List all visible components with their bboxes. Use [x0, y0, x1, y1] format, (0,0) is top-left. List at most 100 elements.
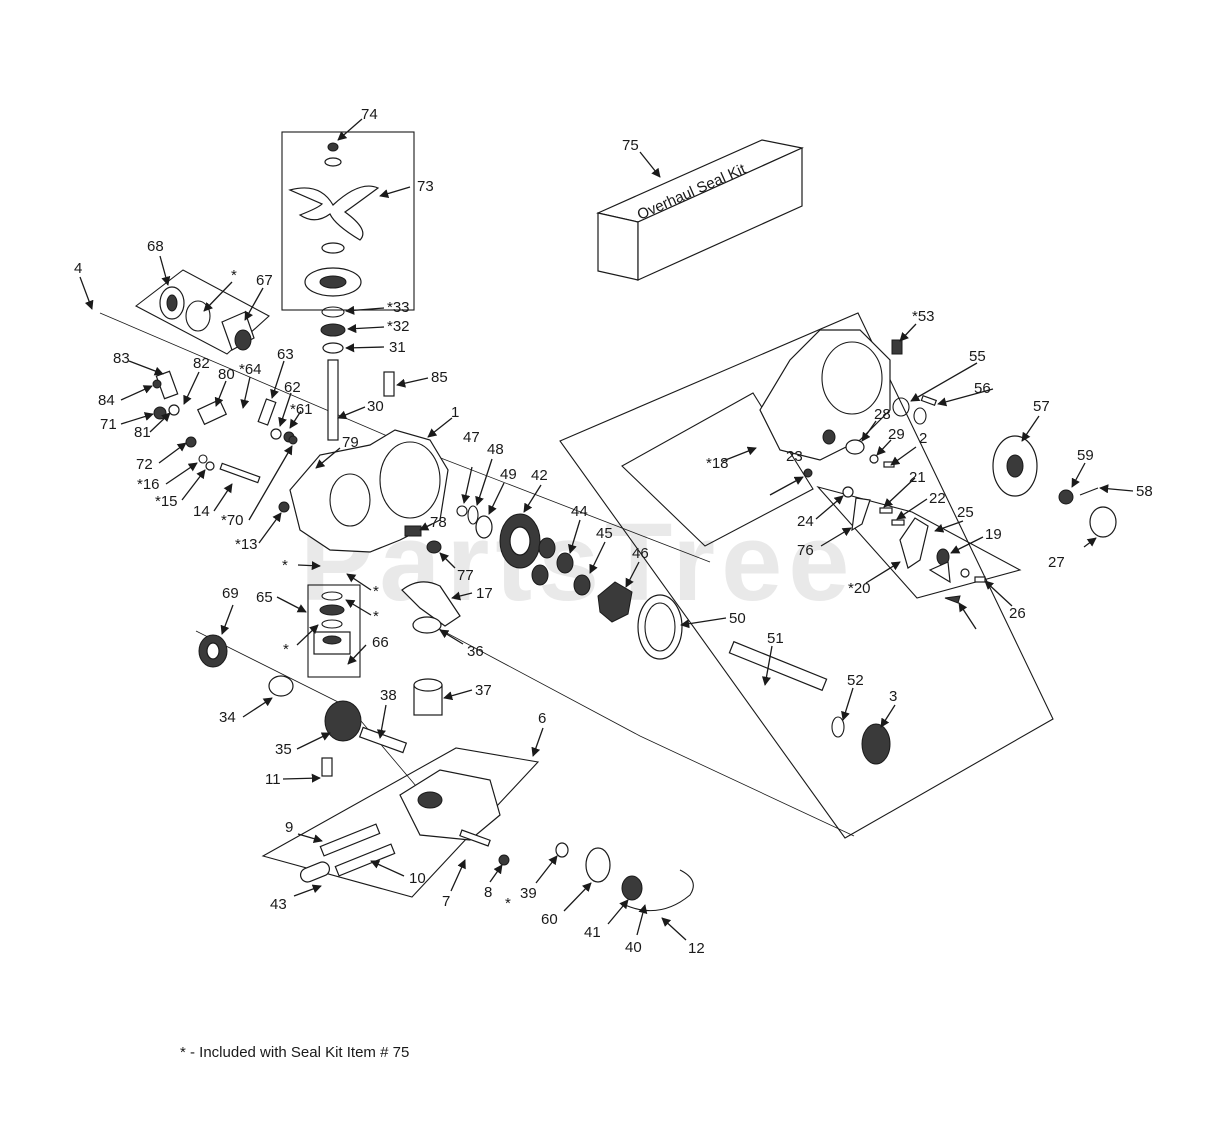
callout-label: * — [282, 557, 288, 574]
callout-label: 3 — [889, 688, 897, 705]
bolt-23 — [879, 507, 893, 514]
right-housing-frame — [559, 312, 1054, 839]
callout-label: 52 — [847, 672, 864, 689]
washer-74 — [324, 157, 342, 167]
arm-80 — [196, 398, 228, 426]
callout-label: 63 — [277, 346, 294, 363]
callout-label: 40 — [625, 939, 642, 956]
carrier-46 — [597, 581, 633, 623]
callout-label: 66 — [372, 634, 389, 651]
callout-label: 75 — [622, 137, 639, 154]
hub-73 — [321, 242, 345, 254]
callout-label: 65 — [256, 589, 273, 606]
washer-48 — [467, 505, 479, 525]
filter-cap-center — [166, 294, 178, 312]
filter-67-end — [234, 329, 252, 351]
callout-label: 59 — [1077, 447, 1094, 464]
callout-label: 84 — [98, 392, 115, 409]
housing-1-bore — [379, 441, 441, 519]
seal-65b — [319, 604, 345, 616]
shaft-38 — [358, 726, 408, 754]
ring-51 — [831, 716, 845, 738]
axis-line-center — [429, 623, 855, 837]
gear-44c — [531, 564, 549, 586]
vent-85 — [383, 371, 395, 397]
pin-78 — [404, 525, 422, 537]
pin-59 — [1079, 487, 1099, 496]
housing-2-bore — [821, 341, 883, 415]
pulley-hub-73 — [319, 275, 347, 289]
nut-57 — [1058, 489, 1074, 505]
callout-label: 72 — [136, 456, 153, 473]
callout-label: 49 — [500, 466, 517, 483]
washer-62 — [270, 428, 282, 440]
plug-3 — [891, 339, 903, 355]
callout-label: 68 — [147, 238, 164, 255]
washer-21 — [842, 486, 854, 498]
callout-label: 71 — [100, 416, 117, 433]
callout-label: 28 — [874, 406, 891, 423]
motor-35 — [324, 700, 362, 742]
bracket-22 — [851, 497, 871, 532]
callout-label: 48 — [487, 441, 504, 458]
washer-31 — [322, 342, 344, 354]
callout-label: 69 — [222, 585, 239, 602]
seal-kit-footnote: * - Included with Seal Kit Item # 75 — [180, 1044, 410, 1061]
center-section-6-port — [417, 791, 443, 809]
callout-label: *70 — [221, 512, 244, 529]
callout-label: 67 — [256, 272, 273, 289]
arm-19 — [899, 517, 929, 569]
callout-label: *18 — [706, 455, 729, 472]
callout-label: *13 — [235, 536, 258, 553]
ball-47 — [456, 505, 468, 517]
shaft-14 — [219, 462, 261, 484]
filter-seal — [299, 861, 331, 883]
callout-label: *64 — [239, 361, 262, 378]
callout-label: 76 — [797, 542, 814, 559]
callout-label: 73 — [417, 178, 434, 195]
callout-label: 82 — [193, 355, 210, 372]
washer-15 — [205, 461, 215, 471]
bearing-52 — [861, 723, 891, 765]
gear-44a — [538, 537, 556, 559]
callout-label: 12 — [688, 940, 705, 957]
callout-label: 43 — [270, 896, 287, 913]
callout-label: * — [373, 583, 379, 600]
bearing-36 — [412, 616, 442, 634]
swash-plate-17 — [401, 581, 461, 627]
washer-28 — [869, 454, 879, 464]
seal-34 — [268, 675, 294, 697]
seal-13 — [278, 501, 290, 513]
callout-label: 37 — [475, 682, 492, 699]
spring-26 — [944, 595, 961, 604]
key-55 — [920, 394, 938, 406]
snap-ring-55 — [913, 407, 927, 425]
callout-label: 39 — [520, 885, 537, 902]
o-ring-16 — [198, 454, 208, 464]
bearing-69-center — [206, 642, 220, 660]
callout-label: 9 — [285, 819, 293, 836]
callout-label: 62 — [284, 379, 301, 396]
callout-label: 24 — [797, 513, 814, 530]
bolt-18 — [803, 468, 813, 478]
gear-44b — [556, 552, 574, 574]
callout-label: 44 — [571, 503, 588, 520]
callout-label: 34 — [219, 709, 236, 726]
callout-label: 83 — [113, 350, 130, 367]
bolt-20 — [974, 576, 986, 583]
callout-label: 4 — [74, 260, 82, 277]
washer-76 — [960, 568, 970, 578]
plate-76 — [928, 561, 951, 584]
callout-label: 35 — [275, 741, 292, 758]
callout-label: 56 — [974, 380, 991, 397]
hub-56-center — [1006, 454, 1024, 478]
washer-60 — [585, 847, 611, 883]
callout-label: 79 — [342, 434, 359, 451]
arm-63 — [257, 398, 277, 426]
cover-27 — [845, 439, 865, 455]
gear-42-hub — [509, 526, 531, 556]
callout-label: 14 — [193, 503, 210, 520]
ring-gear-43-inner — [644, 602, 676, 652]
nut-84 — [152, 379, 162, 389]
gear-41 — [621, 875, 643, 901]
